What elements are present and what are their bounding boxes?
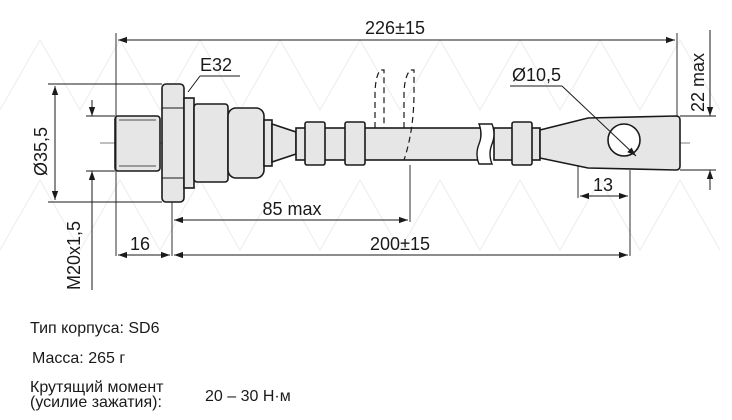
case-type-label: Тип корпуса: SD6 (30, 320, 160, 337)
thread-size-leader (187, 75, 201, 93)
dim-base-diameter: Ø35,5 (31, 127, 51, 176)
extension-lines (48, 33, 716, 256)
flexible-lead (295, 121, 541, 166)
dim-lead-length: 200±15 (370, 234, 430, 254)
torque-label-line2: (усилие зажатия): (30, 394, 162, 411)
threaded-stud (114, 115, 161, 172)
break-lines (476, 123, 495, 165)
ring-lug (539, 115, 681, 171)
hex-flange (161, 83, 195, 203)
dim-eye-hole: Ø10,5 (512, 65, 561, 85)
alternate-lead-position (374, 69, 415, 161)
mass-label: Масса: 265 г (32, 350, 126, 367)
ceramic-body (193, 103, 297, 183)
dim-lug-height: 22 max (688, 53, 708, 112)
dim-thread-size: E32 (200, 55, 232, 75)
dim-overall-length: 226±15 (365, 18, 425, 38)
dim-thread-spec: M20x1,5 (64, 221, 84, 290)
dim-lug-offset: 13 (593, 175, 613, 195)
eye-hole-leader (561, 85, 637, 157)
torque-label-line1: Крутящий момент (30, 379, 164, 396)
torque-value: 20 – 30 Н·м (205, 388, 291, 405)
dim-body-length: 85 max (262, 199, 321, 219)
dimension-lines (51, 30, 714, 290)
dim-stud-length: 16 (130, 234, 150, 254)
torque-label: Крутящий момент (усилие зажатия): (30, 379, 164, 411)
